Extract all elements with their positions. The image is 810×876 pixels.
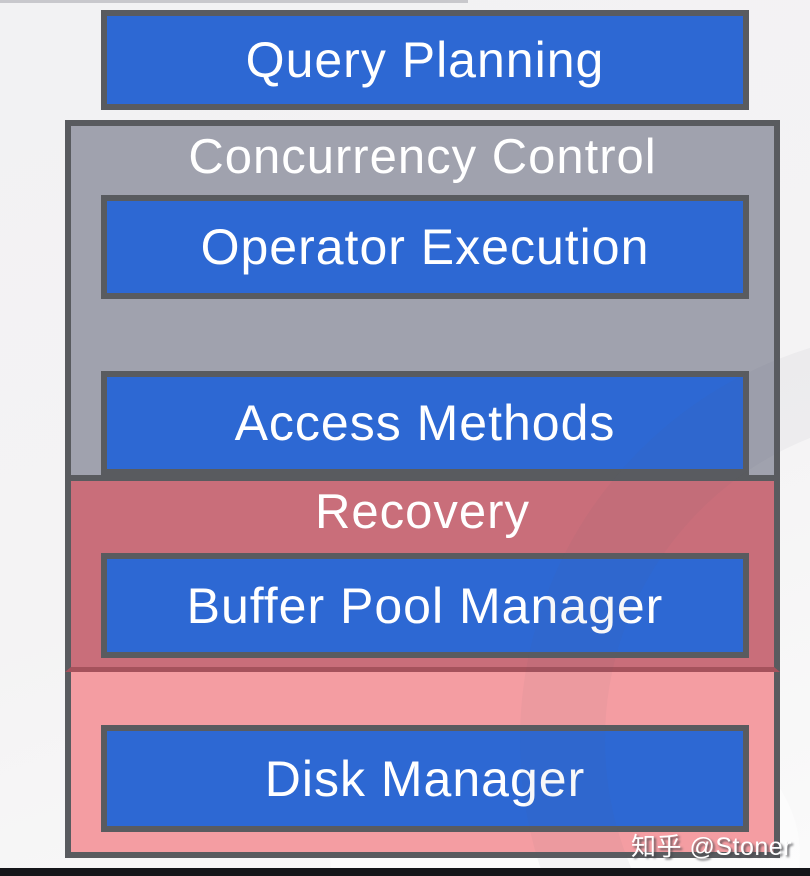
box-disk-manager-label: Disk Manager — [264, 750, 586, 807]
box-buffer-pool-manager: Buffer Pool Manager — [101, 553, 749, 658]
box-disk-manager: Disk Manager — [101, 725, 749, 832]
box-query-planning-label: Query Planning — [245, 32, 605, 88]
zhihu-watermark: 知乎 @Stoner — [631, 833, 792, 861]
box-operator-execution: Operator Execution — [101, 195, 749, 299]
box-query-planning: Query Planning — [101, 10, 749, 110]
top-edge-partial-line — [0, 0, 468, 3]
box-operator-execution-label: Operator Execution — [200, 219, 650, 275]
box-access-methods-label: Access Methods — [234, 395, 616, 451]
box-access-methods: Access Methods — [101, 371, 749, 475]
box-buffer-pool-manager-label: Buffer Pool Manager — [186, 577, 664, 634]
bottom-edge-bar — [0, 868, 810, 876]
layer-concurrency-control-title: Concurrency Control — [188, 130, 657, 184]
layer-recovery-title: Recovery — [315, 485, 530, 539]
